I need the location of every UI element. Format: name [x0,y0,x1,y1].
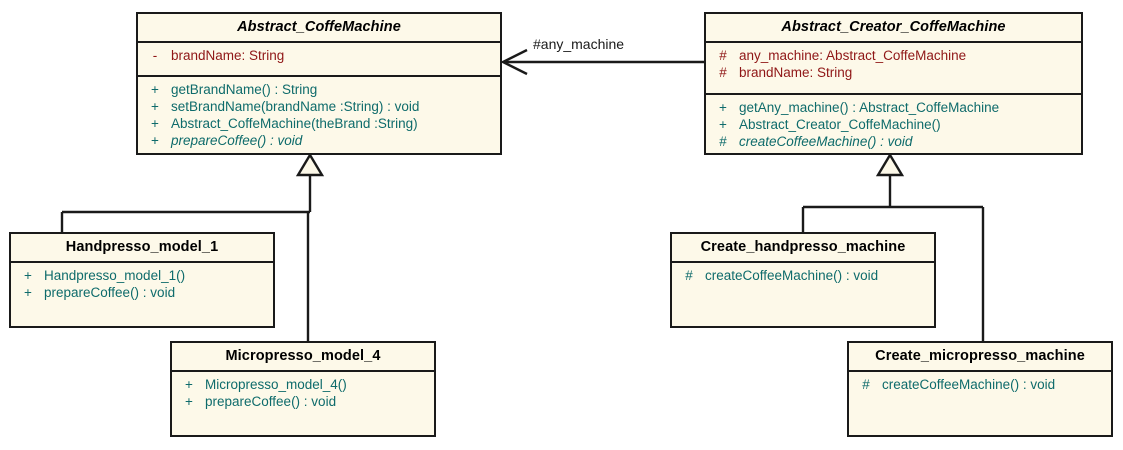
visibility-marker: + [719,117,727,132]
visibility-marker: # [719,134,727,149]
attribute-text: brandName: String [171,48,285,63]
attribute-text: any_machine: Abstract_CoffeMachine [739,48,967,63]
class-title-abstract-coffemachine: Abstract_CoffeMachine [138,14,500,43]
method-text: createCoffeeMachine() : void [882,377,1056,392]
methods-compartment-create-handpresso-machine: # createCoffeeMachine() : void [672,263,934,289]
attribute-text: brandName: String [739,65,853,80]
method-text: Abstract_CoffeMachine(theBrand :String) [171,116,418,131]
method-row: # createCoffeeMachine() : void [849,376,1111,393]
attribute-row: # brandName: String [706,64,1081,81]
class-title-handpresso-model-1: Handpresso_model_1 [11,234,273,263]
class-title-create-micropresso-machine: Create_micropresso_machine [849,343,1111,372]
method-row: + getBrandName() : String [138,81,500,98]
visibility-marker: # [685,268,693,283]
method-text: setBrandName(brandName :String) : void [171,99,420,114]
visibility-marker: - [152,48,158,63]
attributes-compartment-abstract-creator-coffemachine: # any_machine: Abstract_CoffeMachine # b… [706,43,1081,95]
visibility-marker: + [151,133,159,148]
method-row: + getAny_machine() : Abstract_CoffeMachi… [706,99,1081,116]
method-text: prepareCoffee() : void [171,133,303,148]
class-box-create-micropresso-machine[interactable]: Create_micropresso_machine # createCoffe… [847,341,1113,437]
method-text: createCoffeeMachine() : void [739,134,913,149]
inheritance-triangle-left [295,152,325,177]
methods-compartment-handpresso-model-1: + Handpresso_model_1() + prepareCoffee()… [11,263,273,306]
attribute-row: # any_machine: Abstract_CoffeMachine [706,47,1081,64]
class-box-handpresso-model-1[interactable]: Handpresso_model_1 + Handpresso_model_1(… [9,232,275,328]
method-text: getAny_machine() : Abstract_CoffeMachine [739,100,1000,115]
method-row: + prepareCoffee() : void [138,132,500,149]
method-row: # createCoffeeMachine() : void [672,267,934,284]
methods-compartment-micropresso-model-4: + Micropresso_model_4() + prepareCoffee(… [172,372,434,415]
class-title-micropresso-model-4: Micropresso_model_4 [172,343,434,372]
method-text: prepareCoffee() : void [205,394,337,409]
methods-compartment-create-micropresso-machine: # createCoffeeMachine() : void [849,372,1111,398]
visibility-marker: # [719,65,727,80]
class-box-abstract-coffemachine[interactable]: Abstract_CoffeMachine - brandName: Strin… [136,12,502,155]
visibility-marker: + [151,82,159,97]
method-text: Micropresso_model_4() [205,377,347,392]
method-row: + setBrandName(brandName :String) : void [138,98,500,115]
method-text: prepareCoffee() : void [44,285,176,300]
class-box-abstract-creator-coffemachine[interactable]: Abstract_Creator_CoffeMachine # any_mach… [704,12,1083,155]
visibility-marker: + [24,285,32,300]
attribute-row: - brandName: String [138,47,500,64]
visibility-marker: + [185,394,193,409]
method-text: createCoffeeMachine() : void [705,268,879,283]
association-label-any-machine: #any_machine [533,36,625,52]
method-text: Handpresso_model_1() [44,268,186,283]
method-row: + Micropresso_model_4() [172,376,434,393]
class-title-create-handpresso-machine: Create_handpresso_machine [672,234,934,263]
class-box-micropresso-model-4[interactable]: Micropresso_model_4 + Micropresso_model_… [170,341,436,437]
method-row: # createCoffeeMachine() : void [706,133,1081,150]
method-text: Abstract_Creator_CoffeMachine() [739,117,941,132]
visibility-marker: # [862,377,870,392]
methods-compartment-abstract-creator-coffemachine: + getAny_machine() : Abstract_CoffeMachi… [706,95,1081,155]
visibility-marker: + [719,100,727,115]
class-title-abstract-creator-coffemachine: Abstract_Creator_CoffeMachine [706,14,1081,43]
attributes-compartment-abstract-coffemachine: - brandName: String [138,43,500,77]
visibility-marker: + [151,99,159,114]
visibility-marker: + [24,268,32,283]
class-box-create-handpresso-machine[interactable]: Create_handpresso_machine # createCoffee… [670,232,936,328]
inheritance-triangle-right [875,152,905,177]
method-row: + Abstract_Creator_CoffeMachine() [706,116,1081,133]
visibility-marker: # [719,48,727,63]
visibility-marker: + [185,377,193,392]
method-row: + Abstract_CoffeMachine(theBrand :String… [138,115,500,132]
method-row: + prepareCoffee() : void [172,393,434,410]
association-any-machine [500,48,704,76]
methods-compartment-abstract-coffemachine: + getBrandName() : String + setBrandName… [138,77,500,154]
visibility-marker: + [151,116,159,131]
method-row: + Handpresso_model_1() [11,267,273,284]
method-text: getBrandName() : String [171,82,318,97]
method-row: + prepareCoffee() : void [11,284,273,301]
